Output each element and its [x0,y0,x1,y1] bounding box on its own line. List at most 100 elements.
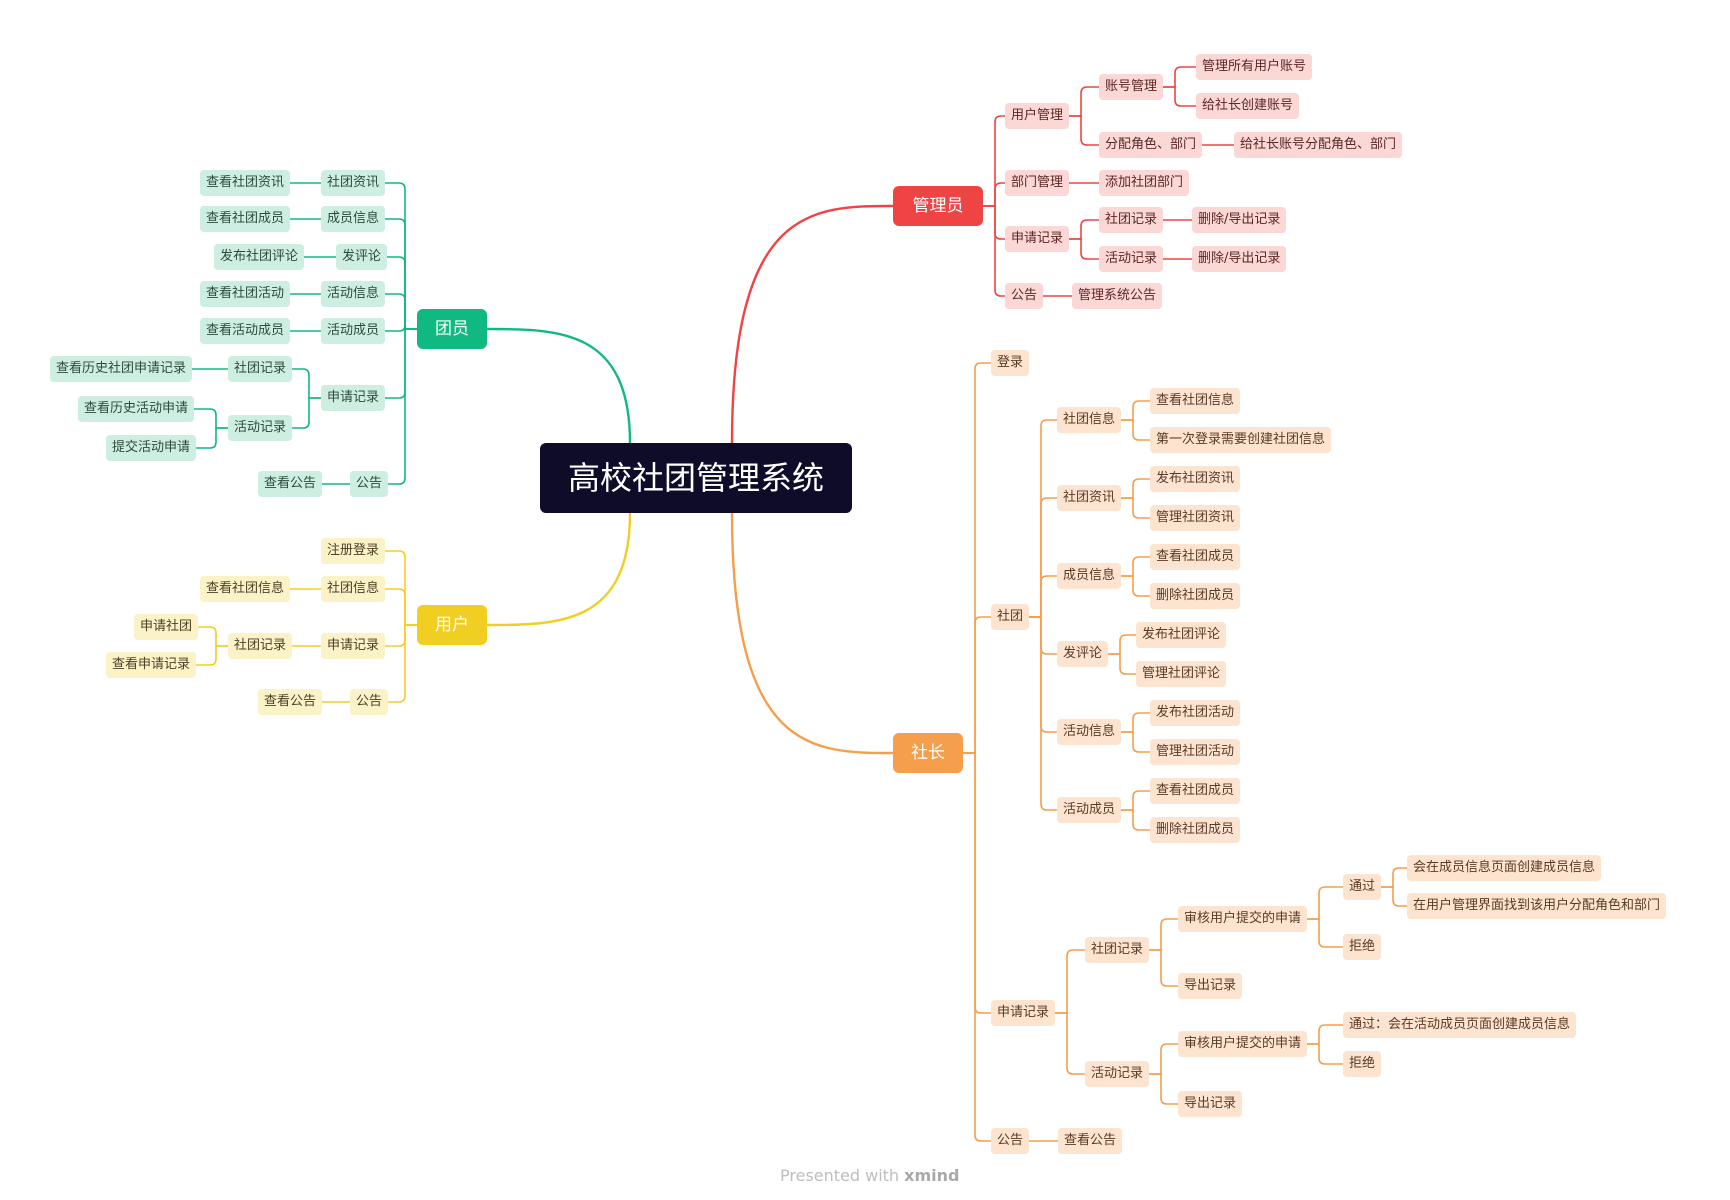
admin-assign-role-detail[interactable]: 给社长账号分配角色、部门 [1234,132,1403,158]
admin-assign-role[interactable]: 分配角色、部门 [1099,132,1203,158]
root-connector [730,511,895,755]
admin-club-records[interactable]: 社团记录 [1099,207,1164,233]
root-connector [730,204,895,445]
president-club-records[interactable]: 社团记录 [1085,937,1150,963]
president-activity-post[interactable]: 发布社团活动 [1150,700,1241,726]
president-club-records-pass-note2[interactable]: 在用户管理界面找到该用户分配角色和部门 [1407,893,1667,919]
user-club-info[interactable]: 社团信息 [321,576,386,602]
member-members[interactable]: 成员信息 [321,206,386,232]
president-comment-manage[interactable]: 管理社团评论 [1136,661,1227,687]
branch-connector [1306,1024,1344,1045]
branch-connector [1306,1043,1344,1065]
member-activity-records-submit[interactable]: 提交活动申请 [106,435,197,461]
user-notice[interactable]: 公告 [350,689,389,715]
member-activity-view[interactable]: 查看社团活动 [200,281,291,307]
admin-activity-records-delete[interactable]: 删除/导出记录 [1192,246,1287,272]
president-comment[interactable]: 发评论 [1057,641,1109,667]
branch-connector [1028,575,1058,618]
branch-connector [1148,949,1179,987]
branch-connector [384,218,418,330]
president-activity-info[interactable]: 活动信息 [1057,719,1122,745]
president-notice-view[interactable]: 查看公告 [1058,1128,1123,1154]
branch-member[interactable]: 团员 [417,309,487,349]
admin-notice[interactable]: 公告 [1005,283,1044,309]
president-apply-records[interactable]: 申请记录 [991,1000,1056,1026]
president-activity-records[interactable]: 活动记录 [1085,1061,1150,1087]
president-club-news-manage[interactable]: 管理社团资讯 [1150,505,1241,531]
member-activity-members-view[interactable]: 查看活动成员 [200,318,291,344]
president-club-info-first[interactable]: 第一次登录需要创建社团信息 [1150,427,1332,453]
user-club-records[interactable]: 社团记录 [228,633,293,659]
branch-user[interactable]: 用户 [417,605,487,645]
member-news-view[interactable]: 查看社团资讯 [200,170,291,196]
admin-dept-management[interactable]: 部门管理 [1005,170,1070,196]
member-members-view[interactable]: 查看社团成员 [200,206,291,232]
admin-account-management[interactable]: 账号管理 [1099,74,1164,100]
user-login[interactable]: 注册登录 [321,538,386,564]
admin-create-president-account[interactable]: 给社长创建账号 [1196,93,1300,119]
admin-add-dept[interactable]: 添加社团部门 [1099,170,1190,196]
branch-connector [291,368,322,399]
president-activity-members-view[interactable]: 查看社团成员 [1150,778,1241,804]
admin-user-management[interactable]: 用户管理 [1005,103,1070,129]
root-topic[interactable]: 高校社团管理系统 [540,443,853,513]
president-club-records-pass-note1[interactable]: 会在成员信息页面创建成员信息 [1407,855,1602,881]
branch-connector [1068,219,1100,240]
member-comment[interactable]: 发评论 [336,244,388,270]
president-comment-post[interactable]: 发布社团评论 [1136,622,1227,648]
admin-club-records-delete[interactable]: 删除/导出记录 [1192,207,1287,233]
president-club-records-export[interactable]: 导出记录 [1178,973,1243,999]
admin-manage-all-accounts[interactable]: 管理所有用户账号 [1196,54,1313,80]
user-notice-view[interactable]: 查看公告 [258,689,323,715]
member-activity-records-history[interactable]: 查看历史活动申请 [78,396,195,422]
president-activity-records-reject[interactable]: 拒绝 [1343,1051,1382,1077]
branch-connector [384,182,418,330]
president-member-info[interactable]: 成员信息 [1057,563,1122,589]
branch-connector [1028,616,1058,655]
user-apply-records[interactable]: 申请记录 [321,633,386,659]
root-connector [485,511,632,627]
president-notice[interactable]: 公告 [991,1128,1030,1154]
member-comment-post[interactable]: 发布社团评论 [214,244,305,270]
admin-activity-records[interactable]: 活动记录 [1099,246,1164,272]
member-news[interactable]: 社团资讯 [321,170,386,196]
branch-connector [387,624,418,703]
admin-manage-notice[interactable]: 管理系统公告 [1072,283,1163,309]
branch-connector [386,256,418,330]
user-club-info-view[interactable]: 查看社团信息 [200,576,291,602]
user-apply-club[interactable]: 申请社团 [134,614,199,640]
president-club[interactable]: 社团 [991,604,1030,630]
president-login[interactable]: 登录 [991,350,1030,376]
branch-connector [1162,66,1197,88]
president-club-records-reject[interactable]: 拒绝 [1343,934,1382,960]
member-activity[interactable]: 活动信息 [321,281,386,307]
branch-connector [1107,653,1137,675]
president-activity-manage[interactable]: 管理社团活动 [1150,739,1241,765]
president-club-news-post[interactable]: 发布社团资讯 [1150,466,1241,492]
president-activity-records-pass[interactable]: 通过：会在活动成员页面创建成员信息 [1343,1012,1577,1038]
president-activity-records-export[interactable]: 导出记录 [1178,1091,1243,1117]
president-member-delete[interactable]: 删除社团成员 [1150,583,1241,609]
branch-admin[interactable]: 管理员 [893,186,983,226]
president-club-records-pass[interactable]: 通过 [1343,874,1382,900]
president-activity-records-review[interactable]: 审核用户提交的申请 [1178,1031,1308,1057]
president-club-news[interactable]: 社团资讯 [1057,485,1122,511]
president-club-info[interactable]: 社团信息 [1057,407,1122,433]
member-activity-members[interactable]: 活动成员 [321,318,386,344]
branch-connector [1380,867,1408,888]
branch-president[interactable]: 社长 [893,733,963,773]
user-view-apply-records[interactable]: 查看申请记录 [106,652,197,678]
branch-connector [195,427,229,449]
president-activity-members-delete[interactable]: 删除社团成员 [1150,817,1241,843]
member-apply-records[interactable]: 申请记录 [321,385,386,411]
president-activity-members[interactable]: 活动成员 [1057,797,1122,823]
member-activity-records[interactable]: 活动记录 [228,415,293,441]
member-notice-view[interactable]: 查看公告 [258,471,323,497]
member-club-records[interactable]: 社团记录 [228,356,293,382]
member-club-records-history[interactable]: 查看历史社团申请记录 [50,356,193,382]
president-member-view[interactable]: 查看社团成员 [1150,544,1241,570]
admin-apply-records[interactable]: 申请记录 [1005,226,1070,252]
member-notice[interactable]: 公告 [350,471,389,497]
president-club-info-view[interactable]: 查看社团信息 [1150,388,1241,414]
president-club-records-review[interactable]: 审核用户提交的申请 [1178,906,1308,932]
